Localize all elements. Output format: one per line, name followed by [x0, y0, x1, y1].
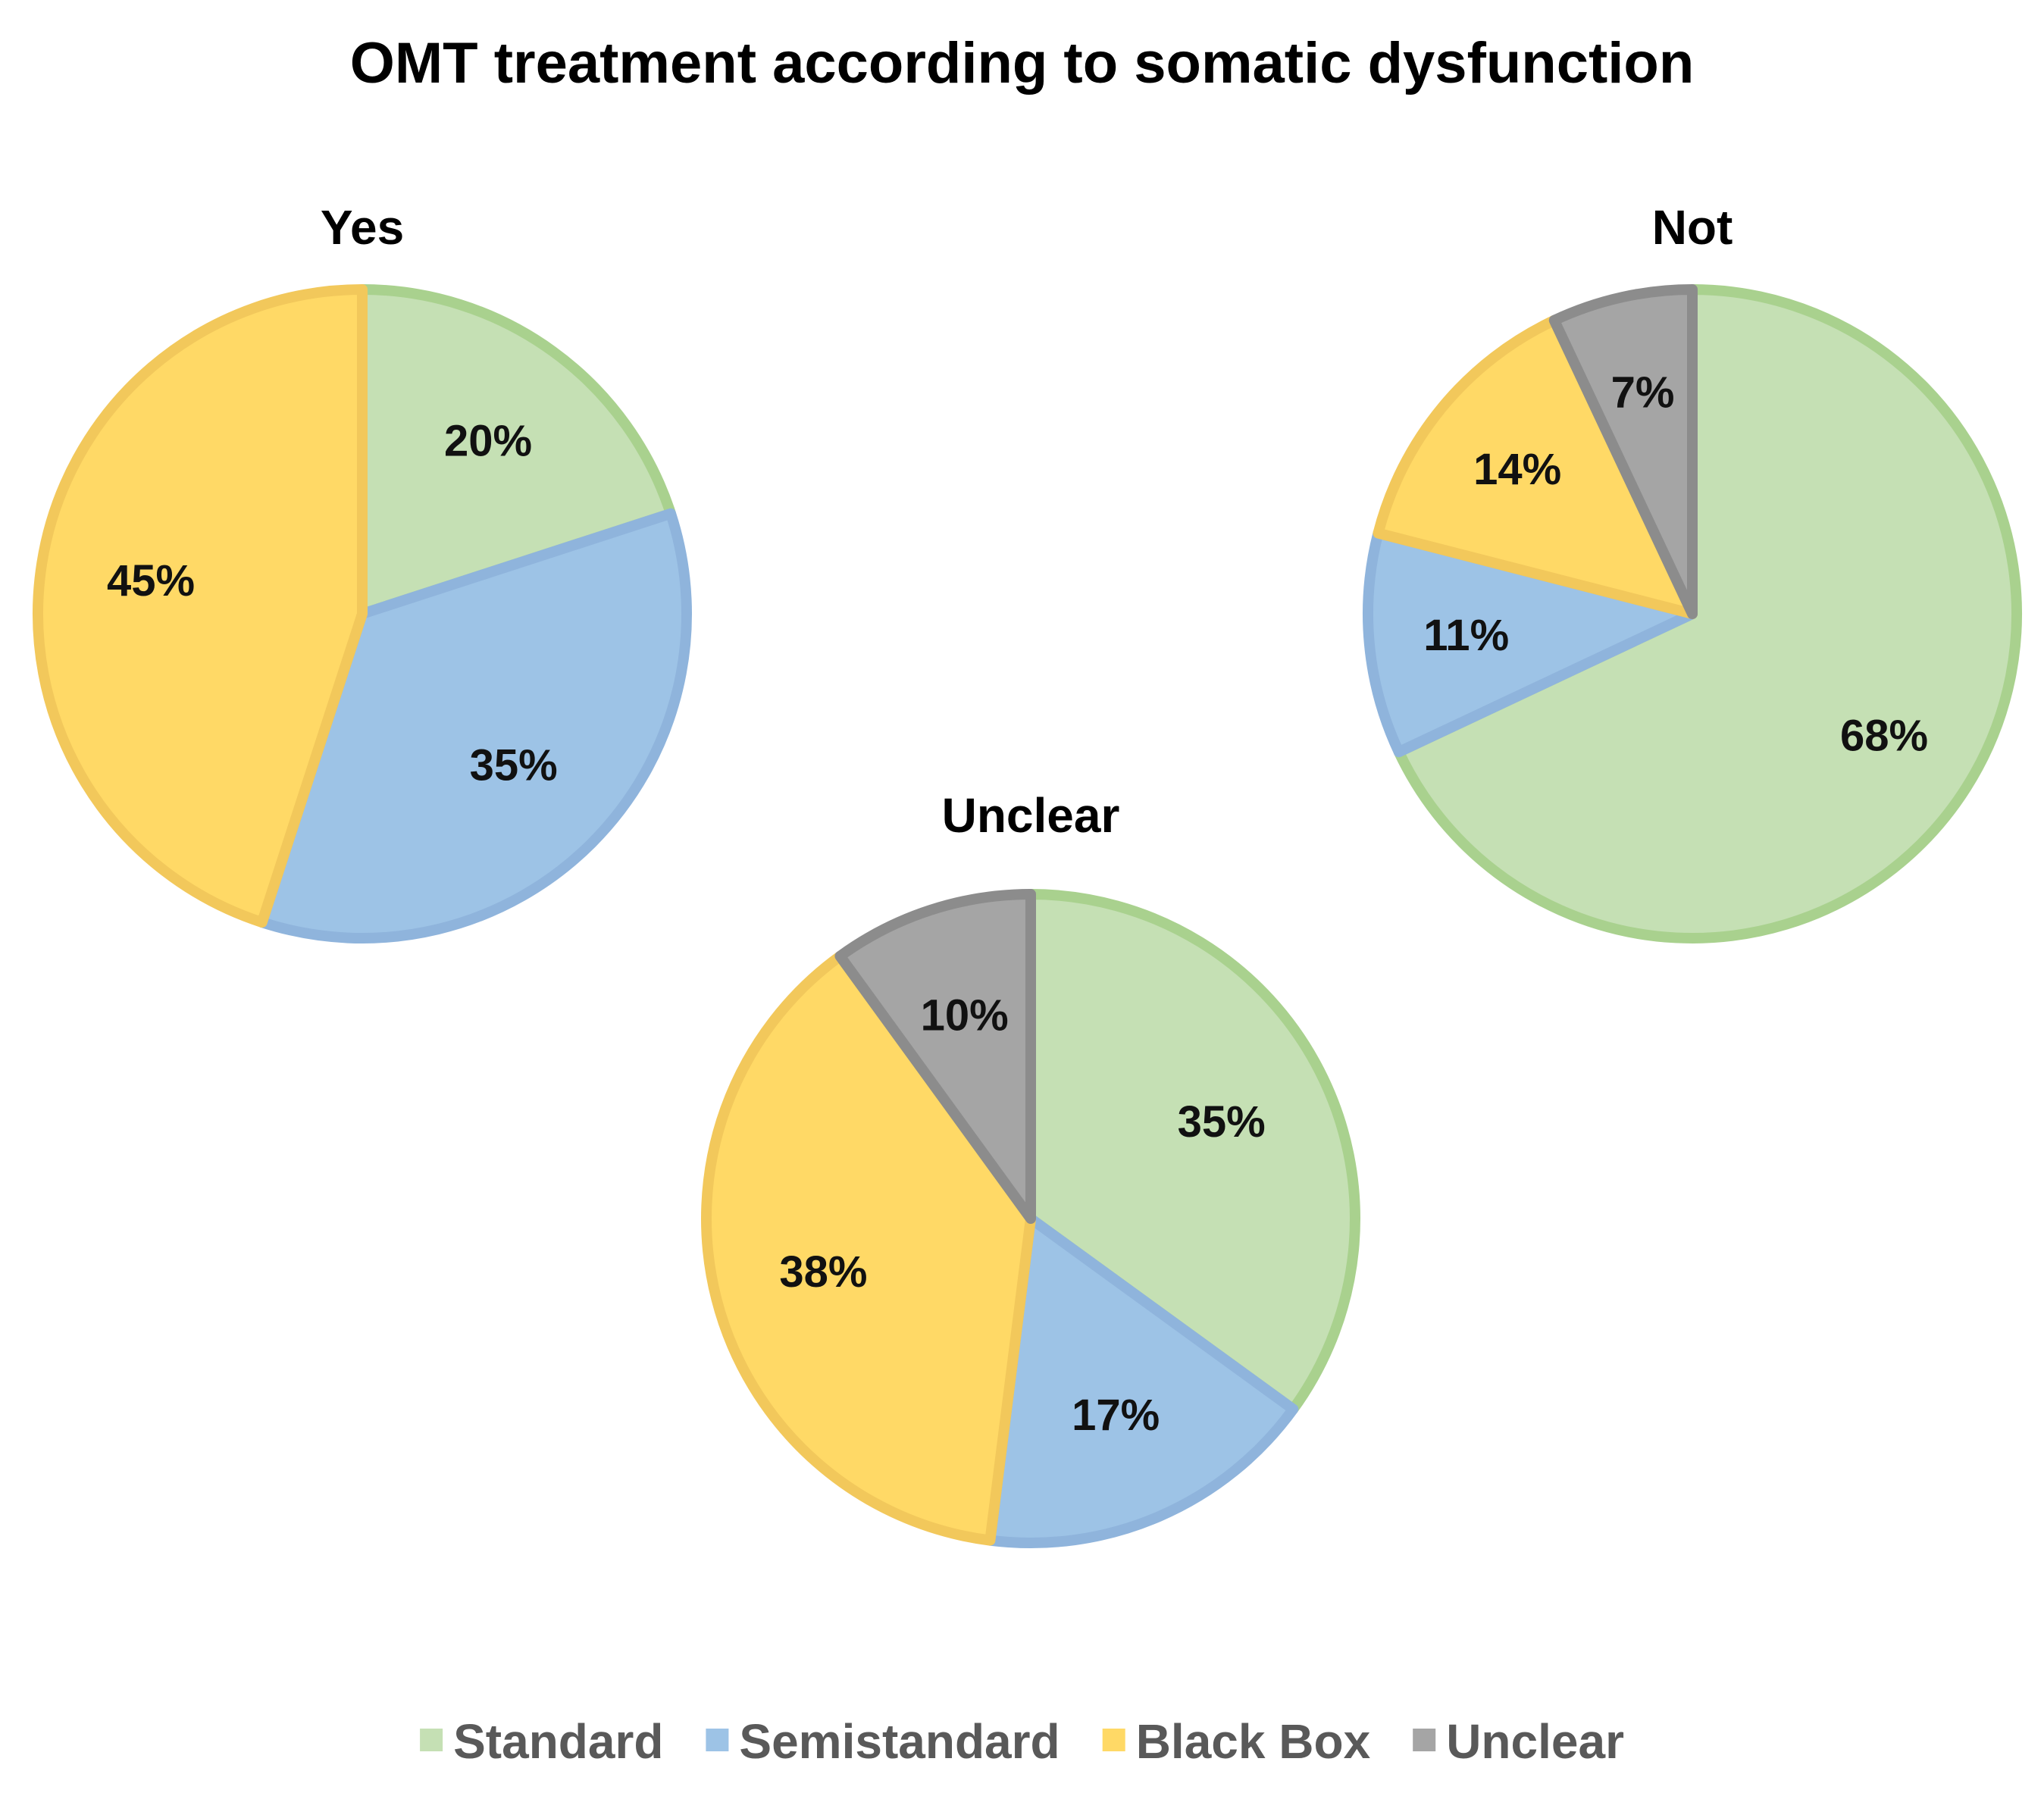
legend-label-semistandard: Semistandard [739, 1714, 1060, 1769]
legend-swatch-standard [420, 1729, 443, 1751]
data-label-not-standard: 68% [1840, 712, 1928, 761]
chart-title: OMT treatment according to somatic dysfu… [349, 31, 1695, 95]
pie-slice-unclear-semistandard [984, 1213, 1299, 1548]
pie-title-unclear: Unclear [942, 788, 1120, 843]
legend-label-black-box: Black Box [1136, 1714, 1371, 1769]
data-label-not-unclear: 7% [1611, 368, 1675, 418]
data-label-unclear-semistandard: 17% [1072, 1391, 1160, 1440]
pie-slice-unclear-black-box [701, 950, 1036, 1546]
legend-swatch-unclear [1413, 1729, 1436, 1751]
pie-title-not: Not [1652, 200, 1733, 255]
data-label-yes-black-box: 45% [107, 556, 195, 605]
pie-slice-unclear-standard [1025, 889, 1360, 1415]
pie-slice-not-unclear [1548, 284, 1698, 619]
legend-item-unclear: Unclear [1413, 1714, 1624, 1769]
pie-unclear: Unclear 35% 17% 38% 10% [701, 788, 1360, 1548]
pie-yes: Yes 20% 35% 45% [33, 200, 692, 943]
pie-slice-yes-black-box [33, 284, 368, 928]
pie-slice-unclear-unclear [834, 889, 1036, 1224]
data-label-yes-standard: 20% [444, 417, 532, 466]
pie-slice-not-semistandard [1363, 527, 1698, 758]
legend-label-standard: Standard [453, 1714, 663, 1769]
data-label-unclear-unclear: 10% [921, 990, 1009, 1040]
legend-item-semistandard: Semistandard [706, 1714, 1060, 1769]
data-label-not-semistandard: 11% [1423, 611, 1509, 660]
pie-not: Not 68% 11% 14% 7% [1363, 200, 2022, 943]
legend-swatch-black-box [1102, 1729, 1125, 1751]
pie-slice-not-black-box [1373, 314, 1698, 619]
pie-slice-yes-standard [357, 284, 677, 619]
pie-title-yes: Yes [321, 200, 404, 255]
data-label-unclear-standard: 35% [1178, 1097, 1266, 1147]
pie-slice-not-standard [1393, 284, 2022, 943]
data-label-unclear-black-box: 38% [779, 1247, 867, 1297]
pie-slice-yes-semistandard [256, 508, 692, 943]
legend: Standard Semistandard Black Box Unclear [420, 1714, 1624, 1769]
data-label-yes-semistandard: 35% [470, 741, 558, 790]
legend-item-standard: Standard [420, 1714, 663, 1769]
legend-swatch-semistandard [706, 1729, 729, 1751]
legend-item-black-box: Black Box [1102, 1714, 1371, 1769]
data-label-not-black-box: 14% [1473, 445, 1561, 494]
legend-label-unclear: Unclear [1446, 1714, 1624, 1769]
